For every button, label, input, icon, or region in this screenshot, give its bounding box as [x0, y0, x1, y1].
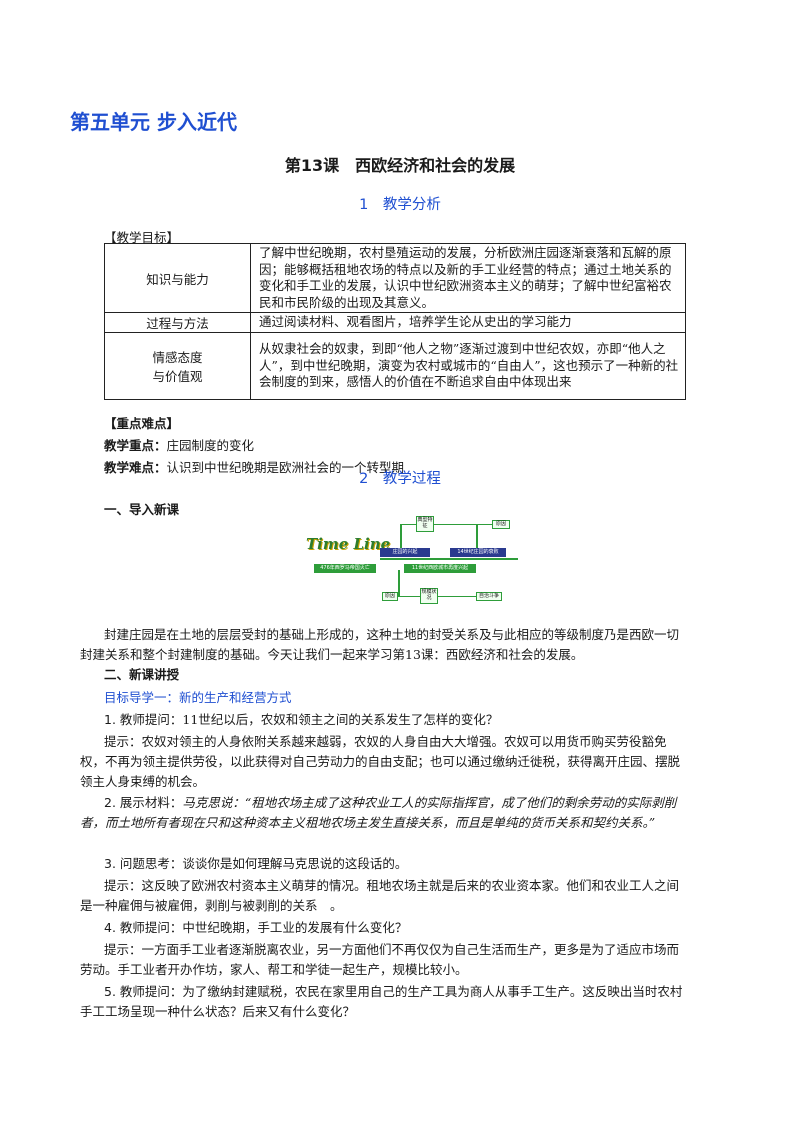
question-text: 11世纪以后，农奴和领主之间的关系发生了怎样的变化？ — [182, 712, 499, 727]
section-heading-process: 2 教学过程 — [359, 471, 441, 487]
difficult-point: 教学难点：认识到中世纪晚期是欧洲社会的一个转型期 — [104, 457, 404, 476]
question-label: 4. 教师提问： — [104, 920, 183, 935]
timeline-box-decline: 14世纪庄园的衰败 — [450, 548, 506, 557]
lesson-title: 第13课 西欧经济和社会的发展 — [284, 156, 516, 175]
objective-value: 从奴隶社会的奴隶，到即“他人之物”逐渐过渡到中世纪农奴，亦即“他人之人”，到中世… — [250, 332, 686, 400]
material-2: 2. 展示材料：马克思说：“租地农场主成了这种农业工人的实际指挥官，成了他们的剩… — [80, 793, 690, 833]
intro-paragraph: 封建庄园是在土地的层层受封的基础上形成的，这种土地的封受关系及与此相应的等级制度… — [80, 627, 680, 662]
answer-text: 一方面手工业者逐渐脱离农业，另一方面他们不再仅仅为自己生活而生产，更多是为了适应… — [80, 942, 680, 977]
question-4: 4. 教师提问：中世纪晚期，手工业的发展有什么变化？ — [104, 918, 690, 938]
answer-text: 农奴对领主的人身依附关系越来越弱，农奴的人身自由大大增强。农奴可以用货币购买劳役… — [80, 734, 681, 789]
key-point-label: 教学重点： — [104, 438, 167, 453]
key-point-text: 庄园制度的变化 — [166, 438, 255, 453]
key-difficult-label: 【重点难点】 — [104, 416, 180, 431]
unit-title: 第五单元 步入近代 — [70, 110, 237, 134]
timeline-connector — [400, 524, 402, 548]
question-3: 3. 问题思考：谈谈你是如何理解马克思说的这段话的。 — [104, 854, 690, 874]
question-label: 1. 教师提问： — [104, 712, 183, 727]
timeline-box-typical: 典型特征 — [416, 516, 434, 532]
section-heading-analysis: 1 教学分析 — [359, 197, 441, 213]
material-label: 2. 展示材料： — [104, 795, 183, 810]
answer-1: 提示：农奴对领主的人身依附关系越来越弱，农奴的人身自由大大增强。农奴可以用货币购… — [80, 732, 690, 792]
difficult-point-label: 教学难点： — [104, 460, 167, 475]
objective-value: 通过阅读材料、观看图片，培养学生论从史出的学习能力 — [250, 312, 686, 333]
timeline-box-rise: 庄园的兴起 — [380, 548, 430, 557]
question-text: 中世纪晚期，手工业的发展有什么变化？ — [182, 920, 408, 935]
timeline-connector — [398, 596, 420, 597]
timeline-connector — [476, 524, 478, 548]
answer-label: 提示： — [104, 942, 142, 957]
timeline-connector — [438, 596, 476, 597]
key-point: 教学重点：庄园制度的变化 — [104, 435, 254, 454]
answer-label: 提示： — [104, 734, 142, 749]
timeline-box-struggle: 自治斗争 — [476, 592, 502, 601]
answer-4: 提示：一方面手工业者逐渐脱离农业，另一方面他们不再仅仅为自己生活而生产，更多是为… — [80, 940, 690, 980]
answer-3: 提示：这反映了欧洲农村资本主义萌芽的情况。租地农场主就是后来的农业资本家。他们和… — [80, 876, 690, 916]
timeline-axis — [380, 558, 518, 560]
answer-label: 提示： — [104, 878, 142, 893]
objectives-label: 【教学目标】 — [104, 230, 180, 245]
question-label: 5. 教师提问： — [104, 984, 183, 999]
question-label: 3. 问题思考： — [104, 856, 183, 871]
timeline-box-reason-bottom: 原因 — [382, 592, 398, 601]
difficult-point-text: 认识到中世纪晚期是欧洲社会的一个转型期 — [166, 460, 405, 475]
objective-key: 过程与方法 — [104, 312, 251, 333]
timeline-connector — [398, 570, 400, 596]
timeline-connector — [434, 524, 492, 525]
answer-text: 这反映了欧洲农村资本主义萌芽的情况。租地农场主就是后来的农业资本家。他们和农业工… — [80, 878, 680, 913]
objective-key: 知识与能力 — [104, 243, 251, 313]
table-row: 情感态度 与价值观 从奴隶社会的奴隶，到即“他人之物”逐渐过渡到中世纪农奴，亦即… — [104, 332, 686, 400]
timeline-box-476: 476年西罗马帝国灭亡 — [314, 564, 376, 573]
objective-key-line: 与价值观 — [152, 369, 203, 384]
question-5: 5. 教师提问：为了缴纳封建赋税，农民在家里用自己的生产工具为商人从事手工生产。… — [80, 982, 690, 1022]
objective-value: 了解中世纪晚期，农村垦殖运动的发展，分析欧洲庄园逐渐衰落和瓦解的原因；能够概括租… — [250, 243, 686, 313]
timeline-box-reason-top: 原因 — [492, 520, 510, 529]
question-text: 为了缴纳封建赋税，农民在家里用自己的生产工具为商人从事手工生产。这反映出当时农村… — [80, 984, 683, 1019]
objective-key: 情感态度 与价值观 — [104, 332, 251, 400]
objectives-table: 知识与能力 了解中世纪晚期，农村垦殖运动的发展，分析欧洲庄园逐渐衰落和瓦解的原因… — [104, 243, 686, 400]
objective-key-line: 情感态度 — [152, 350, 203, 365]
timeline-figure: Time Line 典型特征 原因 庄园的兴起 14世纪庄园的衰败 476年西罗… — [300, 514, 520, 606]
table-row: 过程与方法 通过阅读材料、观看图片，培养学生论从史出的学习能力 — [104, 312, 686, 333]
question-text: 谈谈你是如何理解马克思说的这段话的。 — [182, 856, 408, 871]
timeline-box-scale: 规模状况 — [420, 588, 438, 604]
part-heading-intro: 一、导入新课 — [104, 502, 180, 517]
timeline-title: Time Line — [306, 535, 391, 553]
part-heading-new: 二、新课讲授 — [104, 667, 180, 682]
material-text: 马克思说：“租地农场主成了这种农业工人的实际指挥官，成了他们的剩余劳动的实际剥削… — [80, 795, 677, 830]
goal-heading: 目标导学一：新的生产和经营方式 — [104, 690, 292, 705]
timeline-connector — [400, 524, 416, 525]
timeline-box-11c: 11世纪西欧城市再度兴起 — [404, 564, 476, 573]
question-1: 1. 教师提问：11世纪以后，农奴和领主之间的关系发生了怎样的变化？ — [104, 710, 690, 730]
table-row: 知识与能力 了解中世纪晚期，农村垦殖运动的发展，分析欧洲庄园逐渐衰落和瓦解的原因… — [104, 243, 686, 313]
